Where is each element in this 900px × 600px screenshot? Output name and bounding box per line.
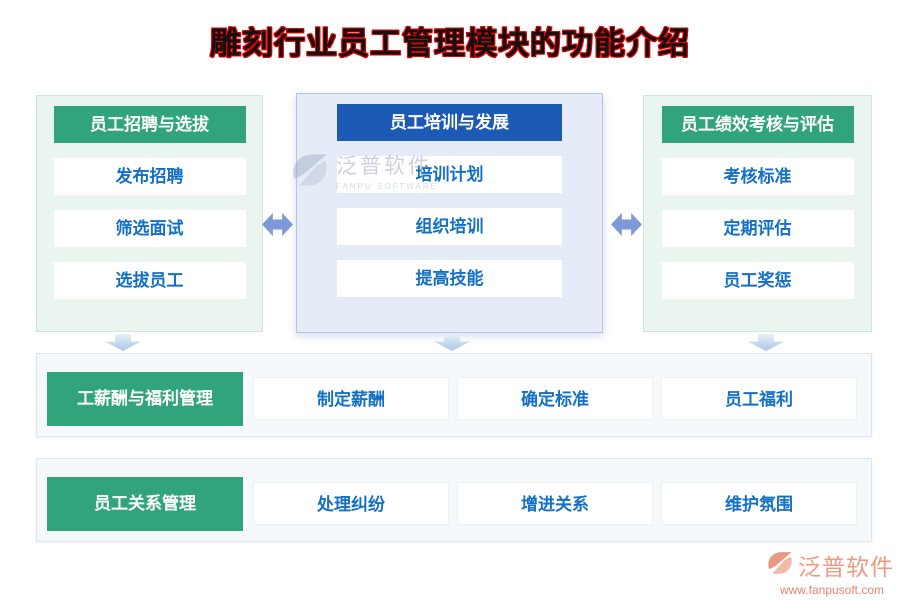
down-arrow-icon: [434, 334, 470, 351]
salary-item-standard: 确定标准: [457, 377, 653, 420]
panel-recruitment: 员工招聘与选拔 发布招聘 筛选面试 选拔员工: [36, 95, 263, 332]
row-salary-header: 工薪酬与福利管理: [47, 372, 243, 426]
panel-training: 员工培训与发展 培训计划 组织培训 提高技能: [296, 93, 603, 333]
panel-recruitment-header: 员工招聘与选拔: [53, 106, 246, 143]
performance-item-standard: 考核标准: [661, 158, 854, 195]
salary-item-set-pay: 制定薪酬: [253, 377, 449, 420]
training-item-organize: 组织培训: [337, 208, 562, 245]
double-arrow-icon: [262, 213, 293, 236]
page-title: 雕刻行业员工管理模块的功能介绍: [210, 26, 690, 61]
row-salary-welfare: 工薪酬与福利管理 制定薪酬 确定标准 员工福利: [36, 353, 872, 437]
performance-item-reward: 员工奖惩: [661, 262, 854, 299]
panel-performance-header: 员工绩效考核与评估: [661, 106, 854, 143]
panel-training-header: 员工培训与发展: [337, 104, 562, 141]
training-item-plan: 培训计划: [337, 156, 562, 193]
relations-item-atmosphere: 维护氛围: [661, 482, 857, 525]
down-arrow-icon: [748, 334, 784, 351]
recruitment-item-select: 选拔员工: [53, 262, 246, 299]
row-employee-relations: 员工关系管理 处理纠纷 增进关系 维护氛围: [36, 458, 872, 542]
recruitment-item-publish: 发布招聘: [53, 158, 246, 195]
row-relations-header: 员工关系管理: [47, 477, 243, 531]
relations-item-dispute: 处理纠纷: [253, 482, 449, 525]
watermark-footer: 泛普软件 www.fanpusoft.com: [766, 548, 898, 597]
double-arrow-icon: [611, 213, 642, 236]
fanpu-logo-icon: [766, 549, 794, 582]
panel-performance: 员工绩效考核与评估 考核标准 定期评估 员工奖惩: [643, 95, 872, 332]
relations-item-improve: 增进关系: [457, 482, 653, 525]
footer-url-text: www.fanpusoft.com: [779, 583, 885, 597]
performance-item-evaluate: 定期评估: [661, 210, 854, 247]
down-arrow-icon: [105, 334, 141, 351]
recruitment-item-screen: 筛选面试: [53, 210, 246, 247]
footer-brand-text: 泛普软件: [798, 554, 894, 580]
salary-item-welfare: 员工福利: [661, 377, 857, 420]
training-item-skill: 提高技能: [337, 260, 562, 297]
